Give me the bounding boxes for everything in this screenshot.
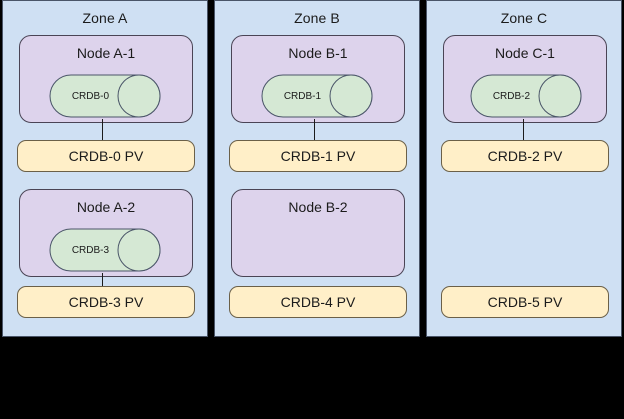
cylinder-icon [49, 228, 161, 272]
pv-crdb-3[interactable]: CRDB-3 PV [17, 286, 195, 318]
connector-crdb-2 [523, 119, 524, 141]
node-a-1[interactable]: Node A-1 CRDB-0 [19, 35, 193, 123]
pv-crdb-0[interactable]: CRDB-0 PV [17, 140, 195, 172]
pv-crdb-1[interactable]: CRDB-1 PV [229, 140, 407, 172]
pod-crdb-3-label: CRDB-3 [71, 244, 110, 256]
connector-crdb-0 [102, 119, 103, 141]
node-a-1-title: Node A-1 [76, 45, 136, 61]
pod-crdb-2[interactable]: CRDB-2 [470, 74, 582, 118]
pod-crdb-2-label: CRDB-2 [492, 90, 531, 102]
cylinder-icon [49, 74, 161, 118]
connector-crdb-1 [314, 119, 315, 141]
node-b-1[interactable]: Node B-1 CRDB-1 [231, 35, 405, 123]
node-a-2[interactable]: Node A-2 CRDB-3 [19, 189, 193, 277]
node-b-1-title: Node B-1 [288, 45, 348, 61]
cylinder-icon [261, 74, 373, 118]
pv-crdb-5[interactable]: CRDB-5 PV [441, 286, 609, 318]
pod-crdb-1[interactable]: CRDB-1 [261, 74, 373, 118]
pod-crdb-1-label: CRDB-1 [283, 90, 322, 102]
pod-crdb-0[interactable]: CRDB-0 [49, 74, 161, 118]
node-c-1[interactable]: Node C-1 CRDB-2 [443, 35, 607, 123]
zone-c-panel[interactable]: Zone C Node C-1 CRDB-2 CRDB-2 PV CRDB-5 … [426, 0, 622, 337]
zone-a-panel[interactable]: Zone A Node A-1 CRDB-0 CRDB-0 PV Node A-… [2, 0, 208, 337]
node-b-2-title: Node B-2 [288, 199, 348, 215]
zone-b-title: Zone B [294, 10, 340, 26]
zone-c-title: Zone C [500, 10, 548, 26]
zone-a-title: Zone A [82, 10, 128, 26]
pv-crdb-2[interactable]: CRDB-2 PV [441, 140, 609, 172]
cylinder-icon [470, 74, 582, 118]
pod-crdb-3[interactable]: CRDB-3 [49, 228, 161, 272]
zone-b-panel[interactable]: Zone B Node B-1 CRDB-1 CRDB-1 PV Node B-… [214, 0, 420, 337]
node-a-2-title: Node A-2 [76, 199, 136, 215]
pv-crdb-4[interactable]: CRDB-4 PV [229, 286, 407, 318]
pod-crdb-0-label: CRDB-0 [71, 90, 110, 102]
node-c-1-title: Node C-1 [495, 45, 555, 61]
node-b-2[interactable]: Node B-2 [231, 189, 405, 277]
connector-crdb-3 [102, 273, 103, 295]
